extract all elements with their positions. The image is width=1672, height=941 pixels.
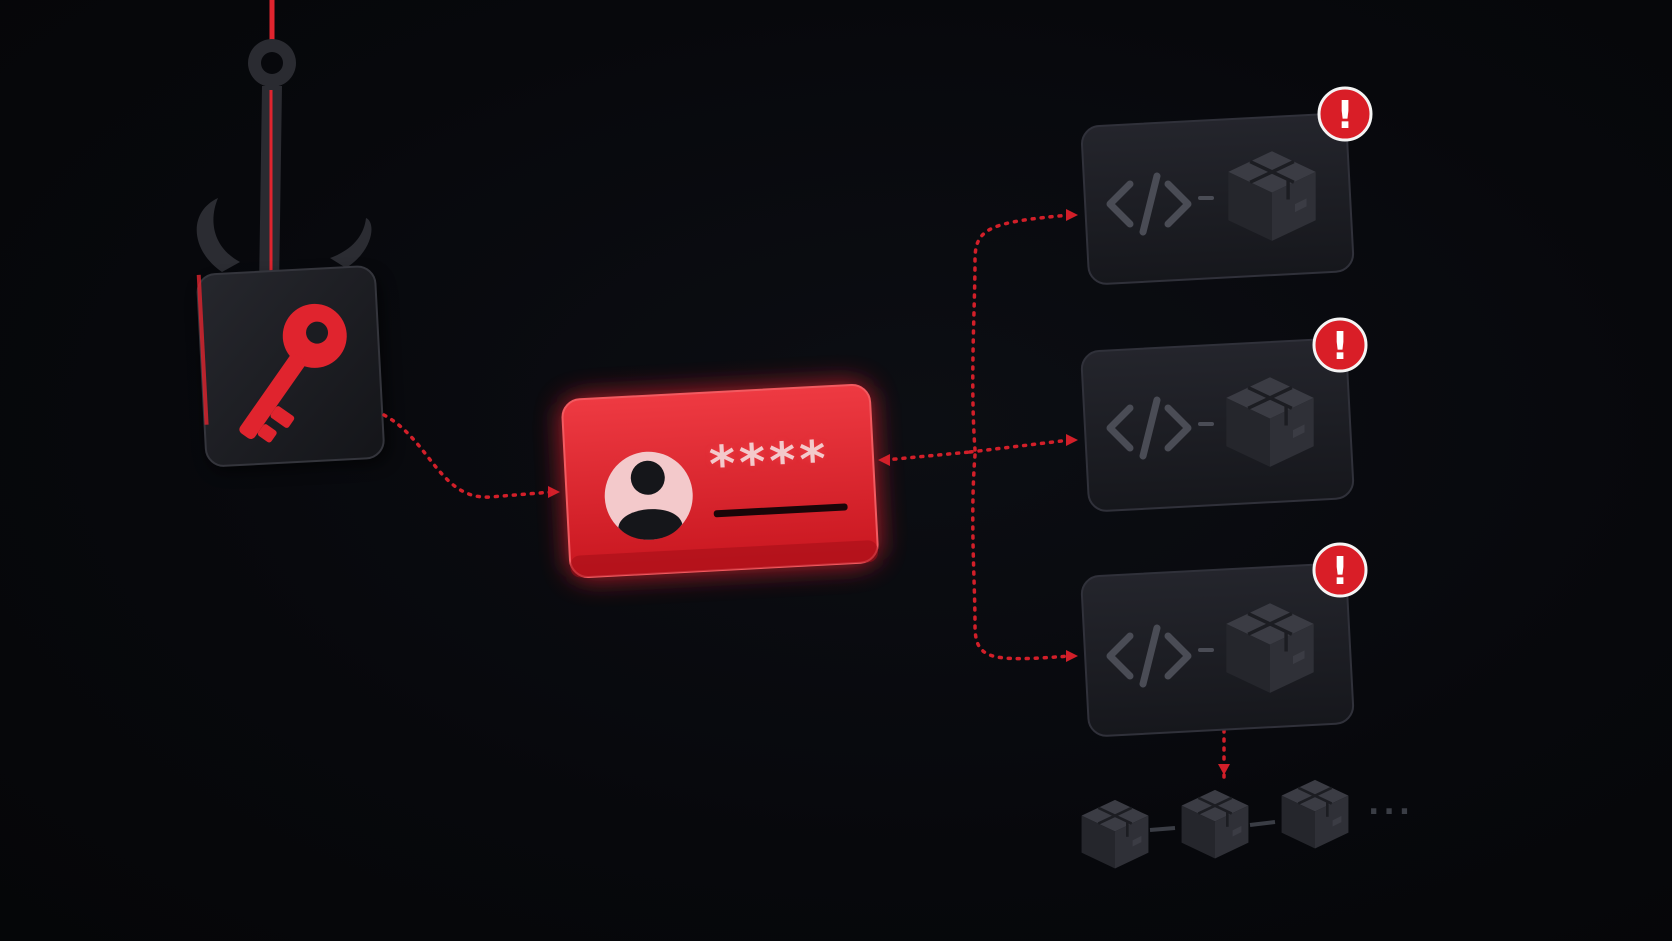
alert-icon: ! — [1317, 86, 1373, 142]
package-icon — [1180, 788, 1250, 860]
connector-login-to-hub — [883, 450, 972, 462]
dependency-chain — [1080, 778, 1350, 870]
alert-mark: ! — [1331, 549, 1348, 593]
more-dependencies: ... — [1368, 787, 1415, 822]
code-icon — [1106, 396, 1214, 460]
credential-card — [561, 383, 879, 579]
code-icon — [1106, 624, 1214, 688]
package-icon — [1080, 798, 1150, 870]
service-card-2: ! — [1080, 317, 1368, 512]
connector-lock-to-login — [382, 413, 554, 499]
arrowheads — [548, 209, 1230, 775]
service-card-3: ! — [1080, 542, 1368, 737]
code-icon — [1106, 172, 1214, 236]
fishing-hook-icon — [248, 39, 296, 291]
password-underline — [713, 503, 848, 518]
alert-icon: ! — [1312, 317, 1368, 373]
phishing-lure — [196, 0, 389, 472]
devil-horns-icon — [196, 198, 372, 272]
masked-password: **** — [707, 429, 832, 494]
alert-icon: ! — [1312, 542, 1368, 598]
connector-to-service-1 — [971, 213, 1072, 452]
connectors — [382, 213, 1226, 782]
alert-mark: ! — [1336, 93, 1353, 137]
alert-mark: ! — [1331, 324, 1348, 368]
user-icon — [604, 451, 693, 540]
connector-to-service-3 — [971, 453, 1072, 661]
service-card-1: ! — [1081, 86, 1373, 285]
connector-to-service-2 — [968, 438, 1072, 454]
package-icon — [1280, 778, 1350, 850]
key-icon — [239, 303, 347, 443]
